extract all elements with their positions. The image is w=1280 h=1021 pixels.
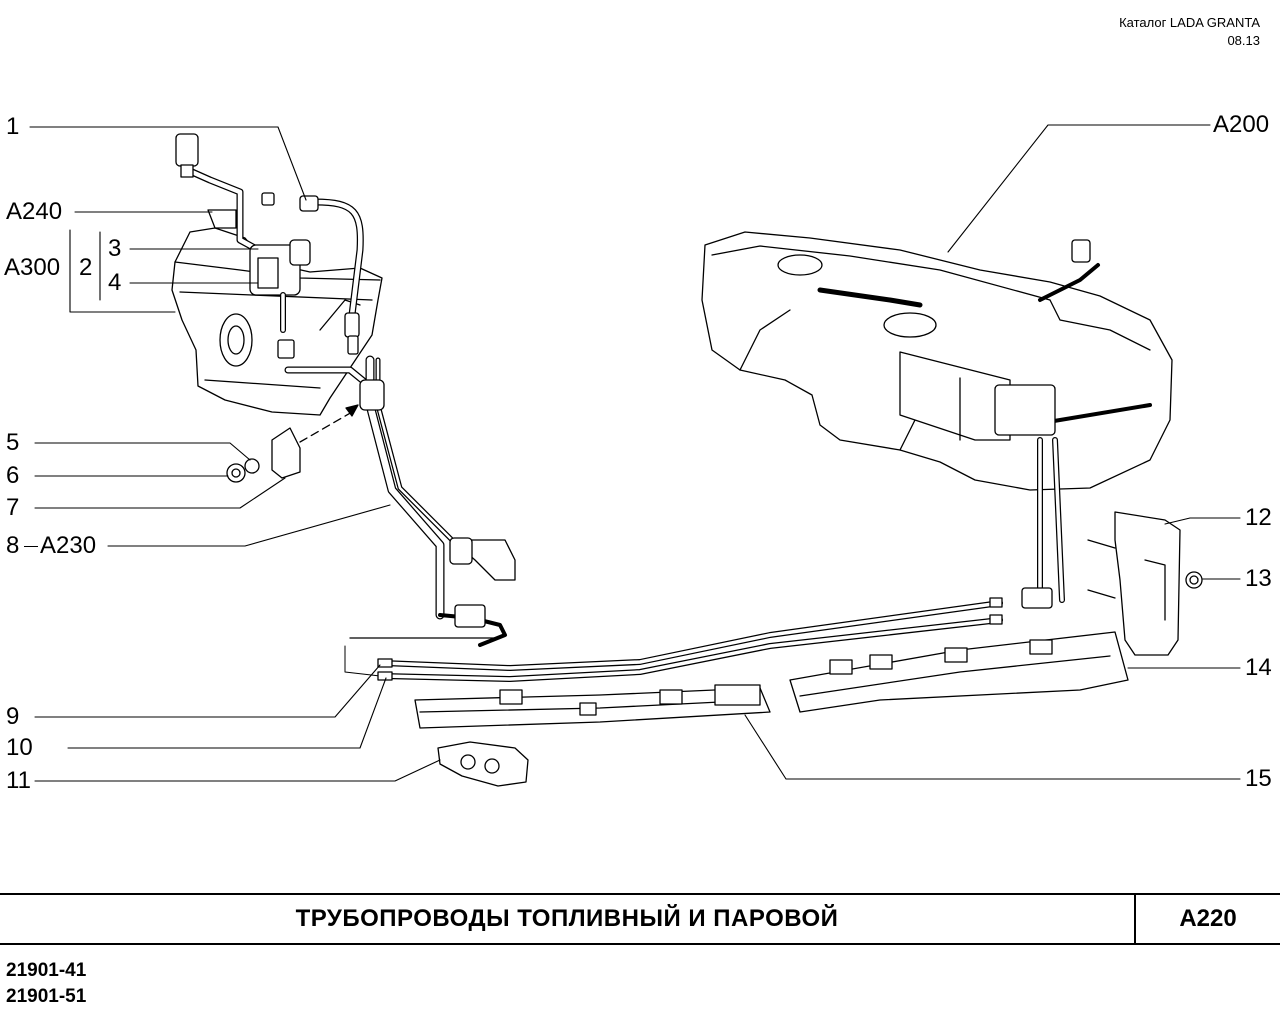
callout-8-dash <box>24 546 38 548</box>
callout-6: 6 <box>6 462 20 489</box>
long-fuel-tubes <box>344 597 1003 682</box>
model-number-2: 21901-51 <box>6 986 87 1007</box>
callout-a300: A300 <box>4 254 61 281</box>
callout-a200: A200 <box>1213 111 1270 138</box>
callout-8: 8 <box>6 532 20 559</box>
callout-13: 13 <box>1245 565 1272 592</box>
callout-10: 10 <box>6 734 33 761</box>
catalog-date: 08.13 <box>1227 33 1260 48</box>
clip-11 <box>437 741 529 787</box>
callout-3: 3 <box>108 235 122 262</box>
callout-9: 9 <box>6 703 20 730</box>
heat-shield-12 <box>1087 511 1203 656</box>
pipe-covers <box>414 631 1129 729</box>
callout-a240: A240 <box>6 198 63 225</box>
pipe-assembly-8 <box>359 355 516 647</box>
diagram-drawing <box>29 124 1241 787</box>
leader-lines <box>29 124 1241 782</box>
vapor-hose <box>175 133 275 256</box>
callout-2: 2 <box>79 254 93 281</box>
callout-5: 5 <box>6 429 20 456</box>
callout-4: 4 <box>108 269 122 296</box>
title-block: ТРУБОПРОВОДЫ ТОПЛИВНЫЙ И ПАРОВОЙ A220 <box>0 893 1280 945</box>
callout-12: 12 <box>1245 504 1272 531</box>
adsorber-valve <box>249 239 311 333</box>
title-divider <box>1134 895 1136 943</box>
catalog-name: Каталог LADA GRANTA <box>1119 15 1260 30</box>
bracket-7 <box>226 404 359 483</box>
callout-14: 14 <box>1245 654 1272 681</box>
callout-1: 1 <box>6 113 20 140</box>
page-code: A220 <box>1179 905 1237 932</box>
fuel-tank <box>701 231 1173 609</box>
page-title: ТРУБОПРОВОДЫ ТОПЛИВНЫЙ И ПАРОВОЙ <box>295 905 839 932</box>
callout-11: 11 <box>6 767 31 794</box>
callout-15: 15 <box>1245 765 1272 792</box>
fuel-tube-1 <box>299 195 364 355</box>
callout-a230: A230 <box>40 532 97 559</box>
callout-7: 7 <box>6 494 20 521</box>
model-number-1: 21901-41 <box>6 960 87 981</box>
